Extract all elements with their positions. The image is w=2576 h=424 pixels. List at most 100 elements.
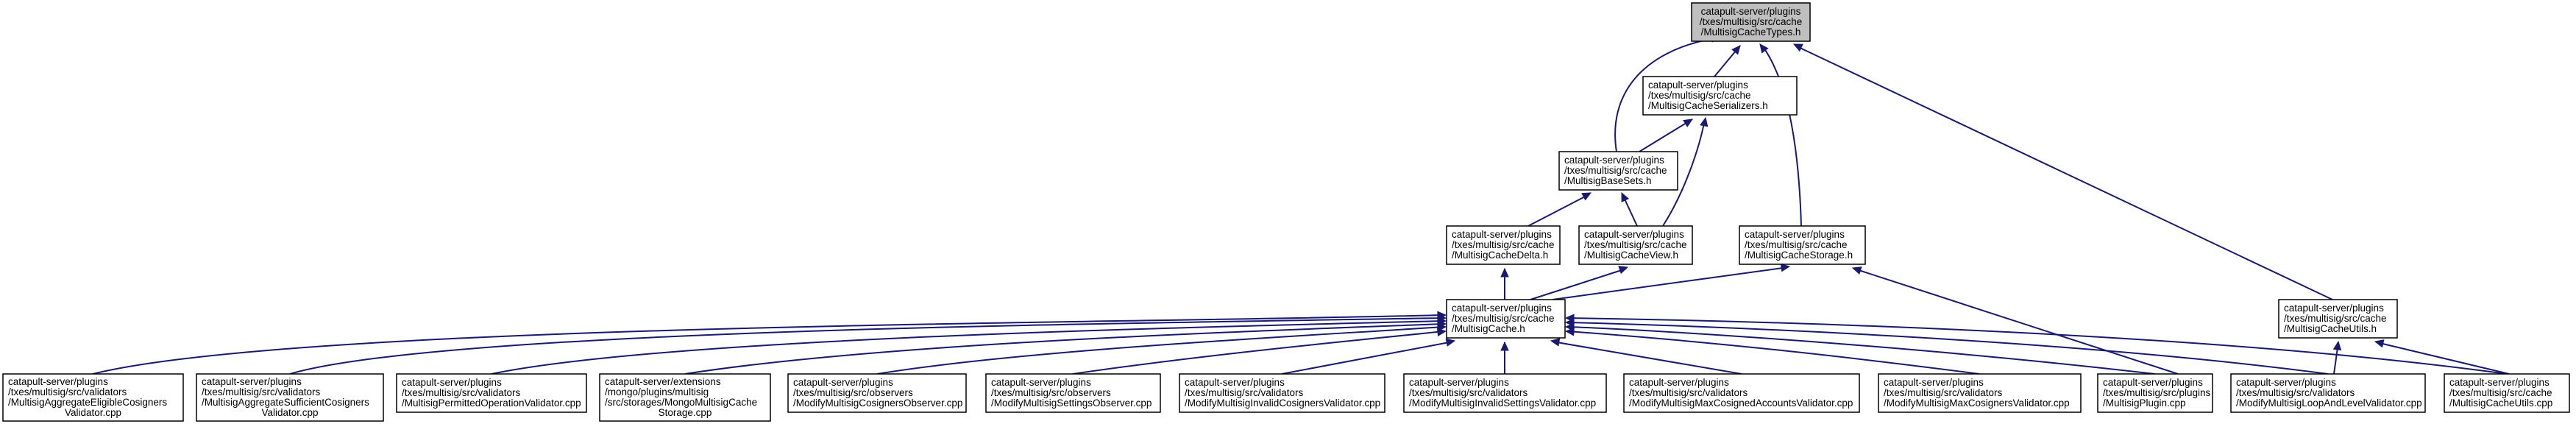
node-label: catapult-server/plugins/txes/multisig/sr… bbox=[402, 377, 581, 409]
node-label-line: Storage.cpp bbox=[659, 407, 712, 418]
node-label-line: catapult-server/plugins bbox=[2236, 377, 2336, 388]
node-label-line: /txes/multisig/src/plugins bbox=[2103, 387, 2211, 398]
node-label: catapult-server/plugins/txes/multisig/sr… bbox=[1629, 377, 1853, 409]
node-label: catapult-server/plugins/txes/multisig/sr… bbox=[1584, 229, 1687, 261]
edge-utils_h-types bbox=[1795, 45, 2333, 300]
node-b11[interactable]: catapult-server/plugins/txes/multisig/sr… bbox=[2097, 373, 2213, 413]
node-box bbox=[1878, 373, 2082, 413]
edge-cache-view bbox=[1530, 268, 1627, 300]
arrowhead-serializers-types bbox=[1731, 45, 1741, 55]
node-cache[interactable]: catapult-server/plugins/txes/multisig/sr… bbox=[1446, 299, 1566, 339]
node-box bbox=[1578, 225, 1693, 265]
node-label: catapult-server/plugins/txes/multisig/sr… bbox=[2236, 377, 2422, 409]
node-label-line: catapult-server/plugins bbox=[8, 376, 108, 387]
node-label: catapult-server/plugins/txes/multisig/sr… bbox=[202, 376, 369, 418]
node-b7[interactable]: catapult-server/plugins/txes/multisig/sr… bbox=[1179, 373, 1385, 413]
edge-b7-cache bbox=[1281, 341, 1454, 375]
node-label-line: /MultisigCacheStorage.h bbox=[1745, 250, 1853, 261]
node-label: catapult-server/plugins/txes/multisig/sr… bbox=[2449, 377, 2552, 409]
edge-basesets-serializers bbox=[1639, 119, 1693, 152]
node-b1[interactable]: catapult-server/plugins/txes/multisig/sr… bbox=[2, 373, 184, 422]
arrowhead-view-serializers bbox=[1700, 116, 1709, 127]
node-label: catapult-server/plugins/txes/multisig/sr… bbox=[991, 377, 1152, 409]
arrowhead-b11-storage bbox=[1851, 266, 1862, 275]
node-label-line: /MultisigCacheUtils.cpp bbox=[2449, 398, 2552, 409]
node-label: catapult-server/plugins/txes/multisig/sr… bbox=[2284, 303, 2387, 334]
node-label-line: /txes/multisig/src/validators bbox=[1409, 387, 1528, 398]
node-label-line: catapult-server/plugins bbox=[402, 377, 502, 388]
node-box bbox=[985, 373, 1161, 413]
node-label-line: /MultisigPermittedOperationValidator.cpp bbox=[402, 398, 581, 409]
node-box bbox=[2, 373, 184, 422]
node-box bbox=[1179, 373, 1385, 413]
node-box bbox=[1558, 151, 1678, 191]
node-label-line: catapult-server/plugins bbox=[1745, 229, 1845, 240]
node-b9[interactable]: catapult-server/plugins/txes/multisig/sr… bbox=[1623, 373, 1860, 413]
arrowhead-cache-storage bbox=[1780, 263, 1791, 272]
edge-delta-basesets bbox=[1527, 194, 1590, 227]
edge-b13-utils_h bbox=[2376, 342, 2510, 375]
node-delta[interactable]: catapult-server/plugins/txes/multisig/sr… bbox=[1446, 225, 1561, 265]
node-b8[interactable]: catapult-server/plugins/txes/multisig/sr… bbox=[1403, 373, 1607, 413]
node-label: catapult-server/extensions/mongo/plugins… bbox=[605, 376, 757, 418]
edge-view-serializers bbox=[1662, 119, 1706, 227]
edge-b9-cache bbox=[1552, 341, 1742, 375]
node-b13[interactable]: catapult-server/plugins/txes/multisig/sr… bbox=[2444, 373, 2570, 413]
node-serializers[interactable]: catapult-server/plugins/txes/multisig/sr… bbox=[1642, 76, 1798, 116]
edge-b12-cache bbox=[1566, 322, 2329, 375]
node-box bbox=[2097, 373, 2213, 413]
arrowhead-b13-utils_h bbox=[2374, 339, 2385, 348]
node-label-line: catapult-server/plugins bbox=[991, 377, 1091, 388]
node-label-line: /txes/multisig/src/validators bbox=[1185, 387, 1304, 398]
node-label-line: /txes/multisig/src/cache bbox=[2449, 387, 2552, 398]
node-label-line: /MultisigCacheSerializers.h bbox=[1648, 100, 1768, 111]
node-box bbox=[1403, 373, 1607, 413]
node-label-line: /MultisigPlugin.cpp bbox=[2103, 398, 2186, 409]
edge-basesets-types bbox=[1614, 38, 1715, 152]
node-label-line: /txes/multisig/src/validators bbox=[402, 387, 521, 398]
node-storage[interactable]: catapult-server/plugins/txes/multisig/sr… bbox=[1739, 225, 1866, 265]
node-label-line: /txes/multisig/src/validators bbox=[2236, 387, 2355, 398]
node-label-line: catapult-server/plugins bbox=[1648, 80, 1748, 91]
node-box bbox=[2278, 299, 2398, 339]
graph-edges bbox=[92, 34, 2510, 375]
node-b4[interactable]: catapult-server/extensions/mongo/plugins… bbox=[599, 373, 771, 422]
node-b12[interactable]: catapult-server/plugins/txes/multisig/sr… bbox=[2230, 373, 2426, 413]
edge-b3-cache bbox=[491, 320, 1444, 375]
node-label: catapult-server/plugins/txes/multisig/sr… bbox=[793, 377, 962, 409]
node-label-line: catapult-server/plugins bbox=[1452, 303, 1552, 314]
edge-b2-cache bbox=[289, 317, 1444, 375]
node-label: catapult-server/plugins/txes/multisig/sr… bbox=[1409, 377, 1596, 409]
node-box bbox=[2444, 373, 2570, 413]
node-label-line: /MultisigBaseSets.h bbox=[1564, 175, 1652, 186]
node-basesets[interactable]: catapult-server/plugins/txes/multisig/sr… bbox=[1558, 151, 1678, 191]
node-label-line: catapult-server/plugins bbox=[2449, 377, 2550, 388]
arrowhead-b12-utils_h bbox=[2332, 340, 2342, 351]
edge-b10-cache bbox=[1566, 331, 1980, 375]
node-box bbox=[1623, 373, 1860, 413]
node-b5[interactable]: catapult-server/plugins/txes/multisig/sr… bbox=[787, 373, 967, 413]
node-label-line: /txes/multisig/src/cache bbox=[1700, 16, 1803, 27]
node-label: catapult-server/plugins/txes/multisig/sr… bbox=[1884, 377, 2070, 409]
node-label-line: catapult-server/plugins bbox=[2103, 377, 2203, 388]
node-b2[interactable]: catapult-server/plugins/txes/multisig/sr… bbox=[196, 373, 384, 422]
node-types[interactable]: catapult-server/plugins/txes/multisig/sr… bbox=[1691, 2, 1811, 42]
arrowhead-storage-types bbox=[1759, 43, 1769, 54]
node-b6[interactable]: catapult-server/plugins/txes/multisig/sr… bbox=[985, 373, 1161, 413]
node-b10[interactable]: catapult-server/plugins/txes/multisig/sr… bbox=[1878, 373, 2082, 413]
node-label-line: /ModifyMultisigInvalidCosignersValidator… bbox=[1185, 398, 1380, 409]
node-b3[interactable]: catapult-server/plugins/txes/multisig/sr… bbox=[396, 373, 587, 413]
node-label-line: Validator.cpp bbox=[261, 407, 318, 418]
edge-b13-cache bbox=[1566, 317, 2508, 375]
node-label-line: /MultisigCacheUtils.h bbox=[2284, 323, 2377, 334]
node-box bbox=[1739, 225, 1866, 265]
node-box bbox=[1446, 299, 1566, 339]
node-utils_h[interactable]: catapult-server/plugins/txes/multisig/sr… bbox=[2278, 299, 2398, 339]
node-label-line: /txes/multisig/src/observers bbox=[793, 387, 913, 398]
node-label-line: /txes/multisig/src/validators bbox=[1629, 387, 1748, 398]
node-label-line: catapult-server/extensions bbox=[605, 376, 721, 387]
node-label-line: /txes/multisig/src/cache bbox=[1584, 239, 1687, 250]
arrowhead-utils_h-types bbox=[1792, 43, 1803, 52]
node-view[interactable]: catapult-server/plugins/txes/multisig/sr… bbox=[1578, 225, 1693, 265]
